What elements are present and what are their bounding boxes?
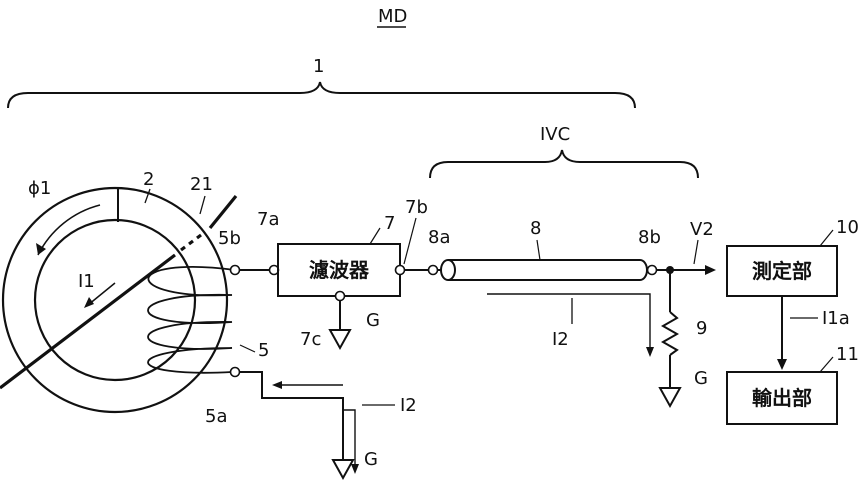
meas-leader	[819, 229, 834, 247]
wire-ref-label: 21	[190, 174, 213, 195]
i2-cable-arrowhead	[646, 347, 654, 357]
conductor-wire-hidden	[180, 230, 206, 252]
term-7a-label: 7a	[257, 209, 279, 230]
i1-arrowhead	[84, 297, 94, 308]
term-7c-label: 7c	[300, 329, 321, 350]
coax-cable-end	[440, 259, 456, 281]
ivc-label: IVC	[540, 124, 570, 145]
cable-ref-label: 8	[530, 218, 541, 239]
phi1-label: ϕ1	[28, 178, 51, 199]
i2-bottom-label: I2	[400, 395, 417, 416]
conductor-wire-end	[208, 194, 238, 230]
term-8b-label: 8b	[638, 227, 661, 248]
flux-arrowhead	[36, 243, 46, 255]
title-label: MD	[378, 6, 407, 27]
ground-symbol-filter	[328, 329, 352, 351]
out-ref-label: 11	[836, 344, 859, 365]
term-5b-label: 5b	[218, 228, 241, 249]
resistor-ref-label: 9	[696, 318, 707, 339]
v2-arrowhead	[705, 265, 716, 275]
i2-coil-arrowhead-down	[351, 464, 359, 474]
filter-ref-label: 7	[384, 213, 395, 234]
resistor-zigzag	[660, 311, 680, 356]
v2-leader	[693, 239, 699, 265]
i2-top-label: I2	[552, 329, 569, 350]
output-block	[726, 371, 838, 425]
i2-coil-arrowhead-top	[272, 381, 282, 389]
wire-leader	[199, 195, 206, 215]
terminal-8a	[427, 264, 439, 276]
ground-symbol-coil	[331, 459, 355, 481]
filter-block-label: 濾波器	[309, 258, 370, 282]
i1-arrow	[87, 282, 116, 306]
terminal-5b	[229, 264, 241, 276]
coil-ground-wire	[240, 371, 344, 460]
i2-coil-arrow-down	[343, 409, 356, 470]
coil-windings	[147, 266, 236, 374]
term-7b-leader	[403, 217, 417, 265]
coax-cable-body	[448, 259, 648, 281]
out-leader	[819, 356, 834, 373]
i1a-arrowhead	[777, 359, 787, 370]
term-8a-label: 8a	[428, 227, 450, 248]
conductor-wire	[0, 253, 176, 390]
device-ref-label: 1	[313, 56, 324, 77]
terminal-7c	[334, 290, 346, 302]
cable-leader	[536, 239, 541, 261]
g-filter-label: G	[366, 310, 380, 331]
g-coil-label: G	[364, 449, 378, 470]
ring-inner	[33, 218, 197, 382]
ivc-brace	[429, 149, 699, 179]
device-brace	[7, 81, 636, 109]
i2-cable-path	[487, 293, 651, 352]
g-resistor-label: G	[694, 368, 708, 389]
coil-leader	[239, 344, 256, 353]
terminal-7b	[394, 264, 406, 276]
i1a-label: I1a	[822, 308, 850, 329]
terminal-5a	[229, 366, 241, 378]
v2-label: V2	[690, 219, 714, 240]
ring-outer	[1, 186, 229, 414]
filter-leader	[369, 227, 381, 245]
measure-block-label: 測定部	[752, 259, 812, 283]
flux-arrow	[37, 204, 101, 256]
ground-symbol-resistor	[658, 387, 682, 409]
i1-label: I1	[78, 271, 95, 292]
coil-ref-label: 5	[258, 340, 269, 361]
terminal-8b	[646, 264, 658, 276]
term-7b-label: 7b	[405, 197, 428, 218]
ring-ref-label: 2	[143, 169, 154, 190]
output-block-label: 輸出部	[752, 386, 812, 410]
term-5a-label: 5a	[205, 406, 227, 427]
meas-ref-label: 10	[836, 217, 859, 238]
ring-leader	[144, 188, 151, 204]
